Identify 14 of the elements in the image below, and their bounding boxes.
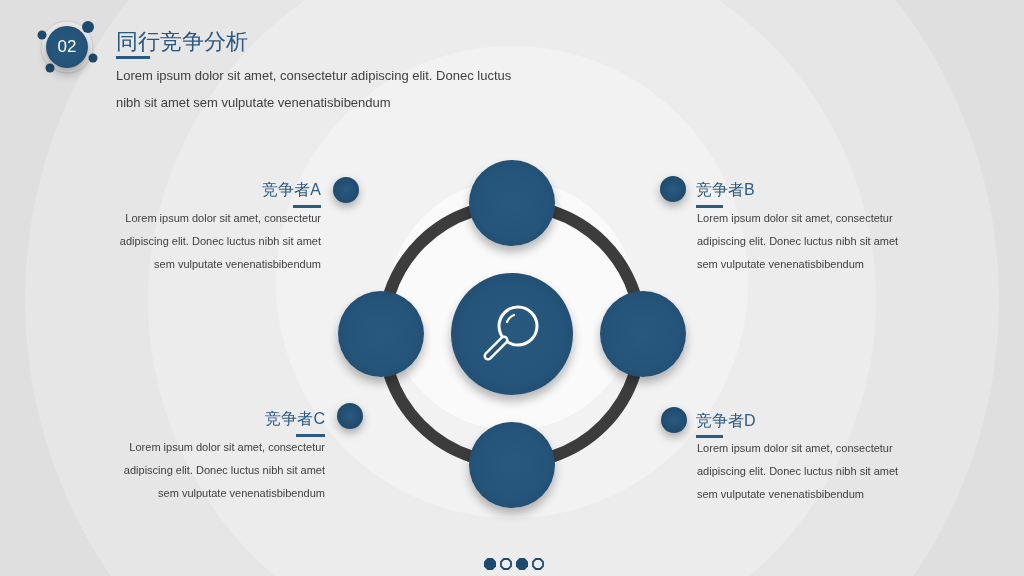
description: Lorem ipsum dolor sit amet, consectetur adipiscing elit. Donec luctus nibh sit amet sem vulputate venenatisbibendum (122, 440, 325, 501)
subheading: 竞争者C (265, 409, 325, 429)
ring-arc (383, 205, 474, 296)
subheading: 竞争者D (696, 411, 756, 431)
description: Lorem ipsum dolor sit amet, consectetur adipiscing elit. Donec luctus nibh sit amet sem vulputate venenatisbibendum (118, 211, 321, 272)
title: 同行竞争分析 (116, 29, 248, 55)
subheading: 竞争者B (696, 180, 755, 200)
ring-arc (550, 205, 641, 296)
subtitle: Lorem ipsum dolor sit amet, consectetur adipiscing elit. Donec luctus nibh sit amet sem vulputate venenatisbibendum (116, 67, 513, 112)
description: Lorem ipsum dolor sit amet, consectetur adipiscing elit. Donec luctus nibh sit amet sem vulputate venenatisbibendum (697, 211, 900, 272)
ring-arc (383, 372, 474, 463)
ring-arc (550, 372, 641, 463)
subheading: 竞争者A (262, 180, 321, 200)
description: Lorem ipsum dolor sit amet, consectetur adipiscing elit. Donec luctus nibh sit amet sem vulputate venenatisbibendum (697, 441, 900, 502)
